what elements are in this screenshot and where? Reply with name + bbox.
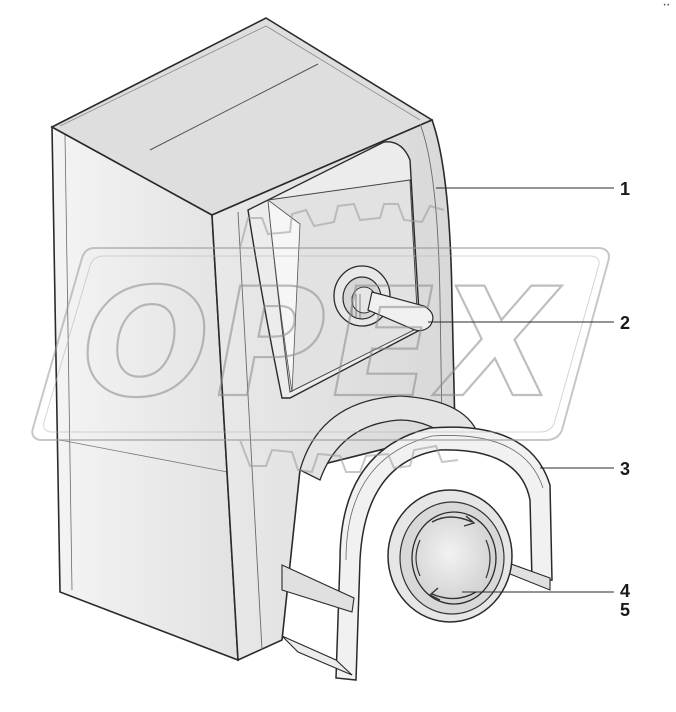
callout-5: 5 [620, 600, 631, 620]
housing-top-fold [149, 63, 319, 151]
opex-watermark-logo: OPEX [31, 202, 610, 474]
callout-1: 1 [620, 179, 631, 199]
corner-mark: •• [662, 2, 670, 9]
estop-arrow-bottom-head [428, 587, 441, 601]
watermark-text: OPEX [82, 257, 562, 431]
watermark-gear-bottom [239, 439, 459, 474]
callout-4: 4 [620, 581, 631, 601]
guard-foot [281, 635, 353, 676]
estop-cap [411, 511, 497, 605]
housing-front-right-bevel [419, 123, 443, 429]
estop-arrow-right-icon [485, 539, 491, 579]
housing-front-bevel [237, 211, 263, 651]
emergency-stop-button [387, 489, 513, 623]
estop-arrow-left-icon [415, 539, 421, 577]
guard-u-inner-edge [345, 435, 544, 561]
toggle-switch-thread [351, 294, 361, 318]
callout-3: 3 [620, 459, 631, 479]
watermark-gear-top [239, 202, 445, 249]
toggle-switch-lever [367, 291, 434, 332]
toggle-switch [333, 265, 434, 332]
estop-arrow-top-head [463, 515, 476, 527]
housing-top-inner-edge [59, 25, 421, 127]
watermark-frame-inner [43, 255, 600, 433]
housing-mid-seam [59, 439, 239, 475]
estop-arrow-bottom-icon [431, 591, 477, 600]
estop-arrow-top-icon [431, 516, 473, 523]
watermark-frame [31, 247, 610, 441]
housing-left-bevel [64, 134, 73, 591]
callout-2: 2 [620, 313, 631, 333]
